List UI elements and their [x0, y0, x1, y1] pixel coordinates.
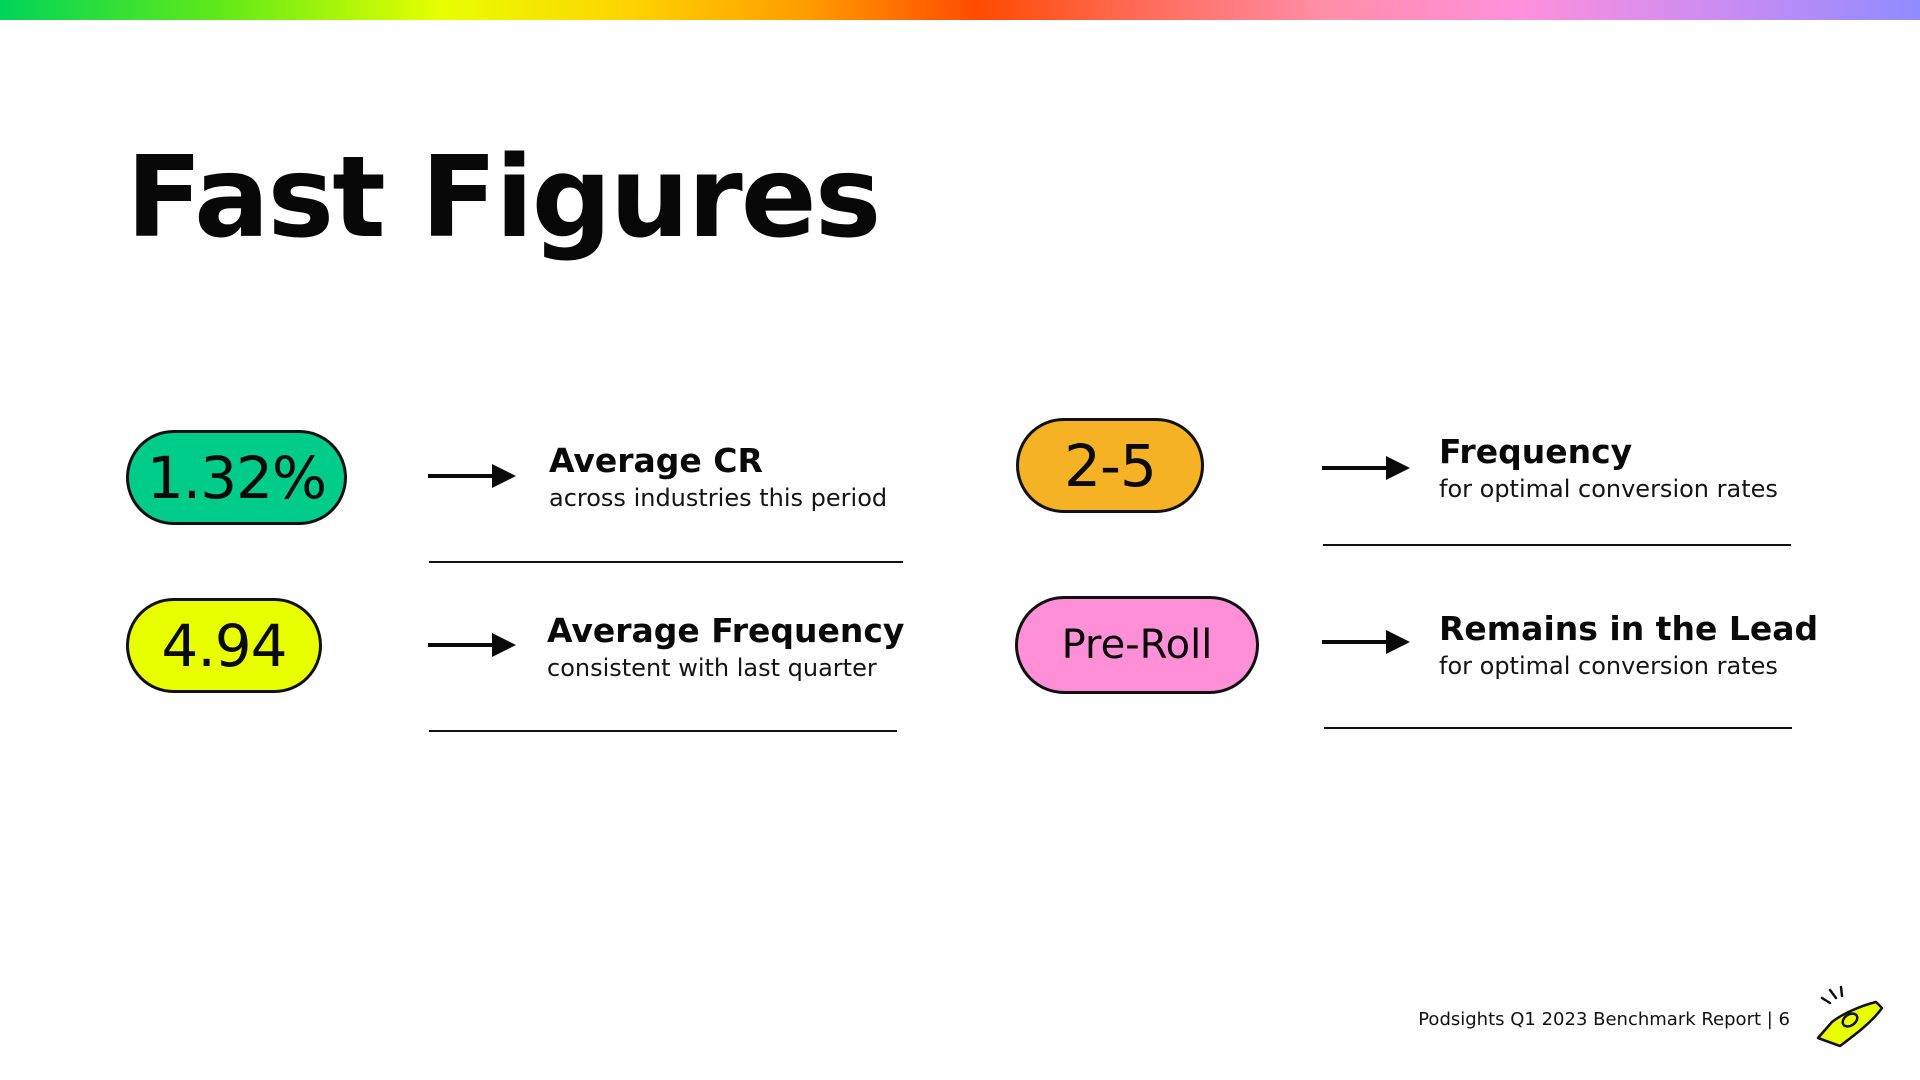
figure-heading: Average CR: [549, 441, 763, 480]
figure-text-average-frequency: Average Frequency consistent with last q…: [547, 611, 904, 685]
divider-line: [1324, 727, 1792, 729]
figure-subtext: for optimal conversion rates: [1439, 652, 1778, 680]
figure-text-frequency: Frequency for optimal conversion rates: [1439, 432, 1778, 506]
figure-heading: Frequency: [1439, 432, 1633, 471]
figure-subtext: consistent with last quarter: [547, 654, 877, 682]
figure-pill-average-frequency: 4.94: [126, 598, 322, 693]
right-arrow-icon: [1322, 630, 1410, 654]
right-arrow-icon: [428, 633, 516, 657]
divider-line: [1323, 544, 1791, 546]
figure-heading: Average Frequency: [547, 611, 905, 650]
figure-value: Pre-Roll: [1061, 622, 1213, 668]
right-arrow-icon: [1322, 456, 1410, 480]
figure-value: 4.94: [161, 611, 287, 680]
figure-pill-frequency: 2-5: [1016, 418, 1204, 513]
figure-subtext: across industries this period: [549, 484, 888, 512]
right-arrow-icon: [428, 464, 516, 488]
figure-pill-pre-roll: Pre-Roll: [1015, 596, 1259, 694]
figure-pill-average-cr: 1.32%: [126, 430, 347, 525]
divider-line: [429, 561, 903, 563]
figure-subtext: for optimal conversion rates: [1439, 475, 1778, 503]
figure-heading: Remains in the Lead: [1439, 609, 1819, 648]
page-title: Fast Figures: [126, 133, 881, 263]
figure-value: 1.32%: [146, 443, 327, 512]
divider-line: [429, 730, 897, 732]
footer-report-label: Podsights Q1 2023 Benchmark Report | 6: [1418, 1009, 1790, 1030]
kazoo-logo-icon: [1816, 986, 1884, 1048]
figure-text-average-cr: Average CR across industries this period: [549, 441, 887, 515]
figure-text-remains-in-the-lead: Remains in the Lead for optimal conversi…: [1439, 609, 1818, 683]
figure-value: 2-5: [1064, 431, 1157, 500]
top-gradient-bar: [0, 0, 1920, 20]
